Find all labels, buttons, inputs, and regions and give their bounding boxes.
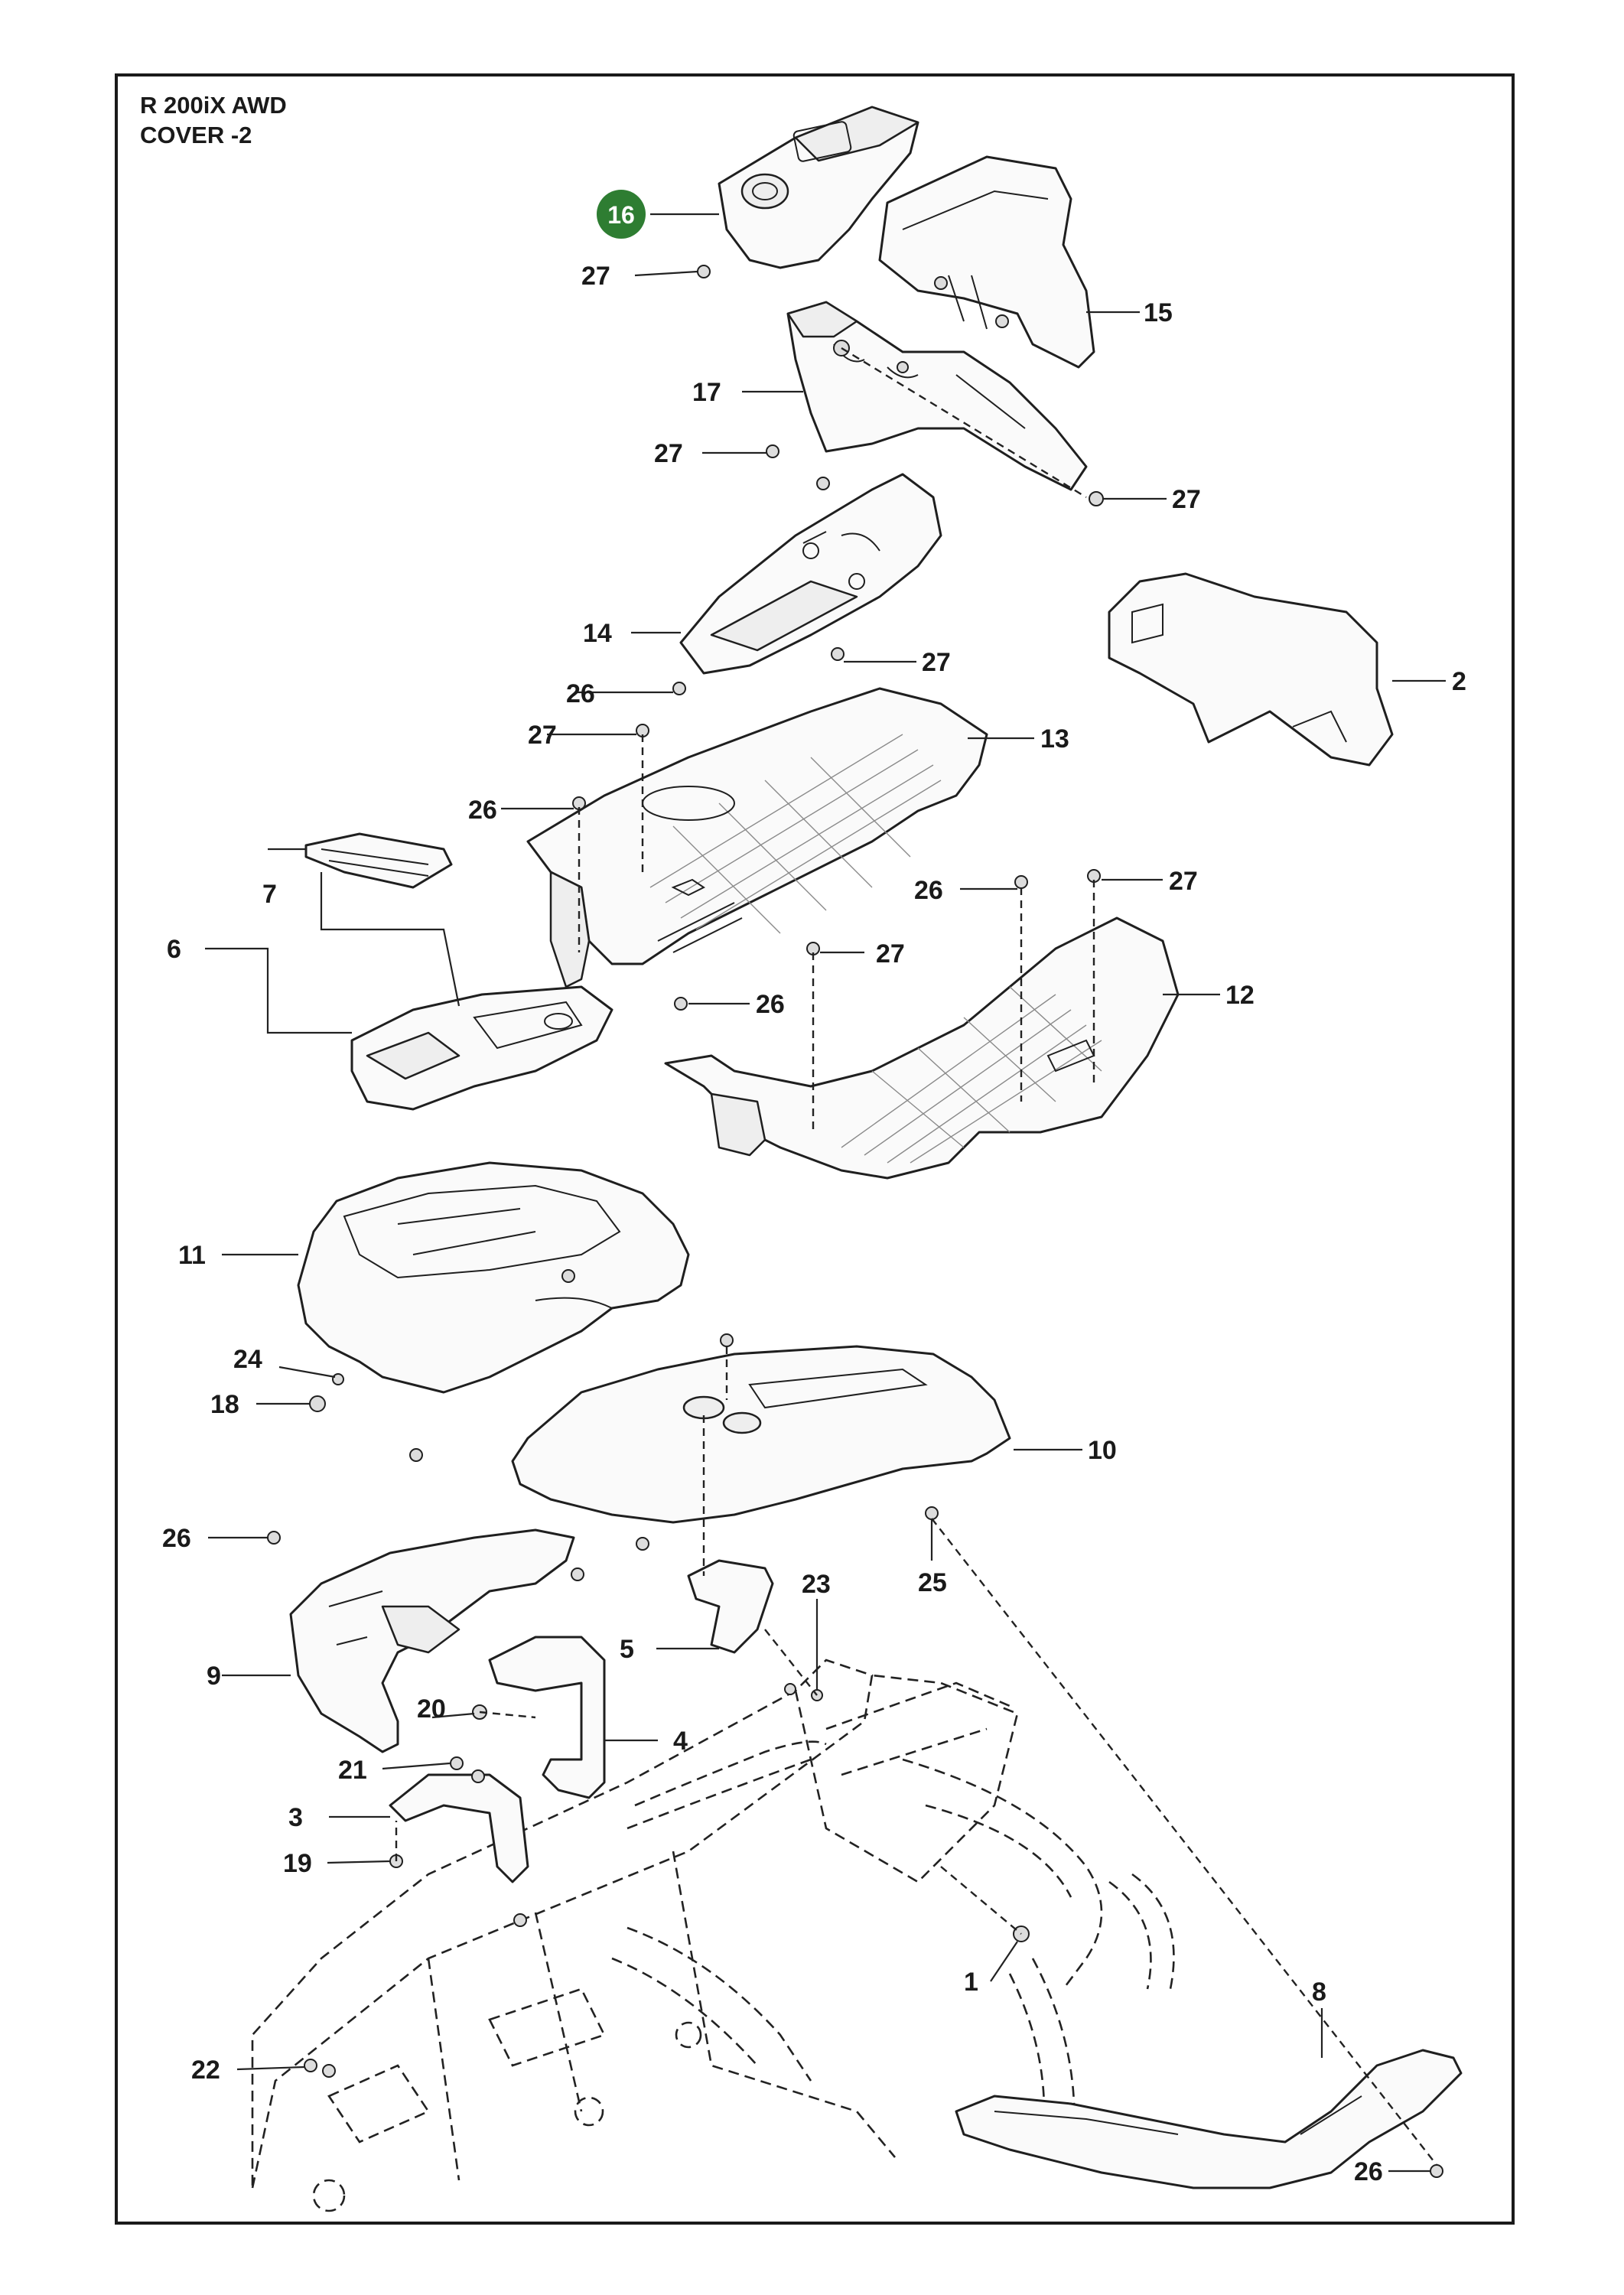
part-9-fender — [289, 1528, 575, 1753]
callout-9[interactable]: 9 — [207, 1662, 221, 1691]
callout-27[interactable]: 27 — [876, 939, 905, 968]
part-17-column-shroud — [786, 301, 1088, 491]
part-7-vent-grille — [304, 832, 453, 889]
callout-7[interactable]: 7 — [262, 880, 277, 909]
part-8-skirt-trim — [955, 2049, 1463, 2189]
callout-26[interactable]: 26 — [468, 796, 497, 825]
callout-11[interactable]: 11 — [178, 1241, 206, 1270]
callout-15[interactable]: 15 — [1144, 298, 1173, 327]
callout-18[interactable]: 18 — [210, 1390, 239, 1419]
callout-2[interactable]: 2 — [1452, 667, 1466, 696]
callout-26[interactable]: 26 — [756, 990, 785, 1019]
callout-27[interactable]: 27 — [581, 262, 610, 291]
section-title: COVER -2 — [140, 122, 252, 148]
callout-label-16: 16 — [607, 201, 635, 229]
part-13-floor-pan — [526, 687, 988, 988]
part-14-console-top — [679, 473, 942, 675]
callout-12[interactable]: 12 — [1225, 981, 1255, 1010]
part-5-bracket — [687, 1559, 774, 1654]
highlight-badge — [597, 190, 646, 239]
callout-27[interactable]: 27 — [1169, 867, 1198, 896]
callout-14[interactable]: 14 — [583, 619, 612, 648]
callout-25[interactable]: 25 — [918, 1568, 947, 1597]
callout-27[interactable]: 27 — [528, 721, 557, 750]
callout-21[interactable]: 21 — [338, 1756, 367, 1785]
callout-27[interactable]: 27 — [922, 648, 951, 677]
callout-3[interactable]: 3 — [288, 1803, 303, 1832]
callout-20[interactable]: 20 — [417, 1694, 446, 1724]
callout-13[interactable]: 13 — [1040, 724, 1069, 754]
callout-27[interactable]: 27 — [1172, 485, 1201, 514]
fastener-set — [267, 265, 1443, 2178]
callout-19[interactable]: 19 — [283, 1849, 312, 1878]
callout-5[interactable]: 5 — [620, 1635, 634, 1664]
callout-24[interactable]: 24 — [233, 1345, 262, 1374]
part-15-rear-panel — [878, 155, 1095, 369]
callout-4[interactable]: 4 — [673, 1727, 688, 1756]
assembly-lines — [395, 347, 1437, 2166]
part-3-mount-plate — [389, 1773, 529, 1883]
callout-17[interactable]: 17 — [692, 378, 721, 407]
callout-10[interactable]: 10 — [1088, 1436, 1117, 1465]
part-16-dash-cover — [718, 106, 919, 269]
part-10-hood-cover — [511, 1345, 1011, 1524]
diagram-border — [115, 73, 1515, 2225]
highlighted-callout-16[interactable]: 16 — [597, 190, 646, 239]
callout-26[interactable]: 26 — [162, 1524, 191, 1553]
callout-26[interactable]: 26 — [566, 679, 595, 708]
part-4-bracket — [488, 1636, 606, 1799]
chassis-frame — [251, 1659, 1175, 2212]
callout-labels: 27 15 17 27 27 14 2 27 26 27 13 26 7 26 … — [162, 262, 1466, 2186]
leader-lines — [205, 213, 1446, 2173]
part-11-body-cover — [297, 1161, 690, 1394]
callout-26[interactable]: 26 — [1354, 2157, 1383, 2186]
part-6-storage-tray — [350, 985, 613, 1111]
callout-1[interactable]: 1 — [964, 1968, 978, 1997]
callout-8[interactable]: 8 — [1312, 1978, 1326, 2007]
part-2-side-cover — [1108, 572, 1394, 767]
callout-6[interactable]: 6 — [167, 935, 181, 964]
model-title: R 200iX AWD — [140, 92, 287, 119]
callout-23[interactable]: 23 — [802, 1570, 831, 1599]
part-12-lower-floor-pan — [664, 916, 1180, 1180]
callout-26[interactable]: 26 — [914, 876, 943, 905]
callout-27[interactable]: 27 — [654, 439, 683, 468]
callout-22[interactable]: 22 — [191, 2056, 220, 2085]
